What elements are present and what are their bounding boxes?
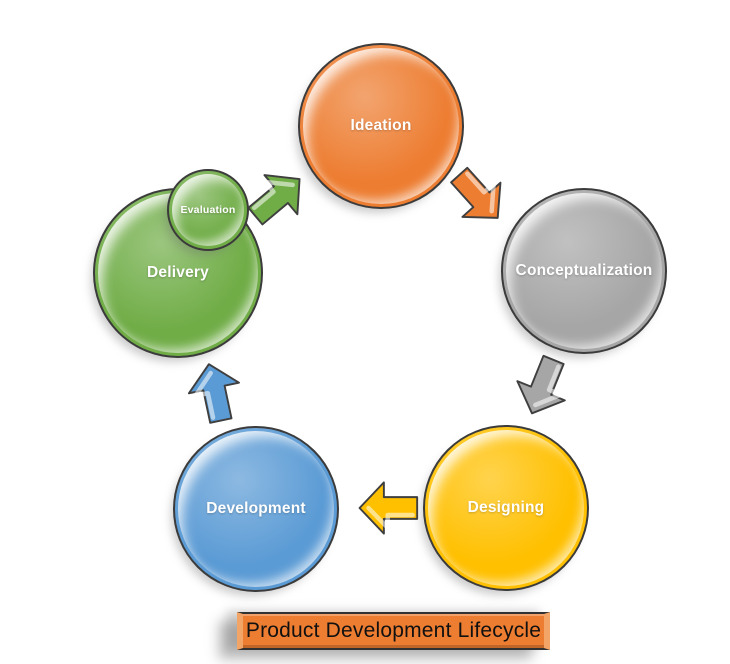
- node-conceptualization-label: Conceptualization: [515, 262, 653, 279]
- node-evaluation-label: Evaluation: [180, 204, 236, 216]
- arrow-development-to-delivery-icon: [177, 355, 253, 431]
- arrow-designing-to-development-icon: [357, 476, 421, 540]
- node-development[interactable]: Development: [173, 426, 339, 592]
- node-development-label: Development: [206, 500, 306, 517]
- node-conceptualization[interactable]: Conceptualization: [501, 188, 667, 354]
- arrow-evaluation-to-ideation-icon: [232, 153, 322, 243]
- node-ideation-label: Ideation: [350, 117, 412, 134]
- arrow-ideation-to-conceptualization-icon: [433, 151, 523, 241]
- node-delivery-label: Delivery: [147, 264, 209, 281]
- node-designing[interactable]: Designing: [423, 425, 589, 591]
- node-ideation[interactable]: Ideation: [298, 43, 464, 209]
- diagram-title: Product Development Lifecycle: [237, 612, 550, 650]
- node-evaluation[interactable]: Evaluation: [167, 169, 249, 251]
- arrow-conceptualization-to-designing-icon: [501, 344, 584, 427]
- node-designing-label: Designing: [467, 499, 545, 516]
